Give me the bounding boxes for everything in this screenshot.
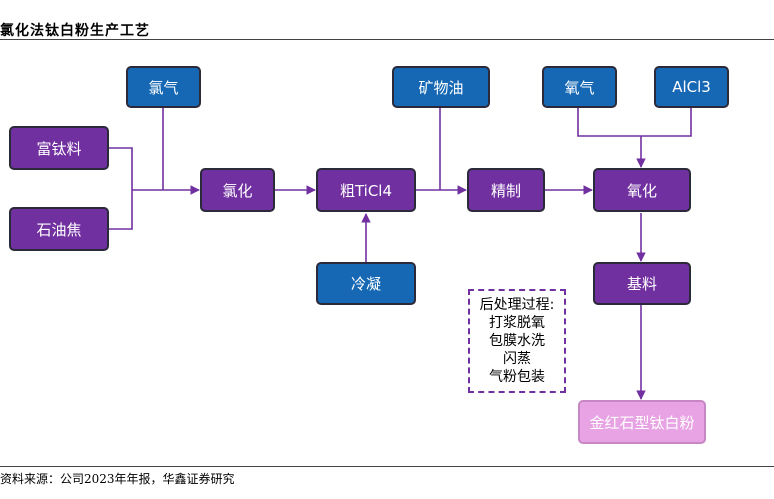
node-ji-liao: 基料	[593, 262, 691, 305]
node-yang-hua-label: 氧化	[626, 181, 657, 200]
node-leng-ning: 冷凝	[316, 262, 416, 305]
edge-yangqi-alcl3-merge	[577, 107, 692, 137]
node-leng-ning-label: 冷凝	[350, 275, 381, 293]
bottom-rule	[0, 466, 774, 467]
node-alcl3: AlCl3	[654, 66, 729, 108]
node-kuang-wu-you: 矿物油	[392, 66, 490, 108]
node-shi-you-jiao-label: 石油焦	[36, 220, 82, 239]
node-jing-zhi: 精制	[467, 168, 545, 212]
node-kuang-wu-you-label: 矿物油	[418, 78, 464, 97]
node-yang-qi: 氧气	[542, 66, 617, 108]
source-note-text: 资料来源：公司2023年年报，华鑫证券研究	[0, 472, 235, 486]
node-jing-zhi-label: 精制	[490, 181, 521, 200]
node-fu-tai-liao: 富钛料	[9, 126, 109, 170]
post-processing-step: 气粉包装	[489, 369, 545, 385]
edge-shiyoujiao-merge	[109, 190, 133, 230]
post-processing-step: 闪蒸	[503, 351, 531, 367]
node-alcl3-label: AlCl3	[672, 78, 711, 96]
node-product-label: 金红石型钛白粉	[589, 413, 695, 432]
node-fu-tai-liao-label: 富钛料	[36, 139, 82, 158]
node-yang-qi-label: 氧气	[564, 78, 595, 97]
node-lv-hua-label: 氯化	[222, 181, 253, 200]
post-processing-step: 打浆脱氧	[489, 315, 545, 331]
node-cu-ticl4: 粗TiCl4	[316, 168, 416, 212]
node-yang-hua: 氧化	[593, 168, 691, 212]
source-note: 资料来源：公司2023年年报，华鑫证券研究	[0, 470, 235, 487]
post-processing-step: 包膜水洗	[489, 333, 545, 349]
edge-futailiao-merge	[109, 147, 133, 190]
node-lv-qi: 氯气	[126, 66, 201, 108]
node-cu-ticl4-label: 粗TiCl4	[339, 181, 393, 200]
post-processing-note: 后处理过程: 打浆脱氧 包膜水洗 闪蒸 气粉包装	[468, 289, 566, 393]
node-lv-qi-label: 氯气	[148, 78, 179, 97]
node-ji-liao-label: 基料	[626, 275, 657, 293]
post-processing-heading: 后处理过程:	[479, 297, 555, 313]
page-title-text: 氯化法钛白粉生产工艺	[0, 23, 150, 39]
page-title: 氯化法钛白粉生产工艺	[0, 20, 150, 40]
node-lv-hua: 氯化	[200, 168, 275, 212]
top-rule	[0, 39, 774, 40]
node-product: 金红石型钛白粉	[578, 400, 706, 444]
node-shi-you-jiao: 石油焦	[9, 207, 109, 251]
